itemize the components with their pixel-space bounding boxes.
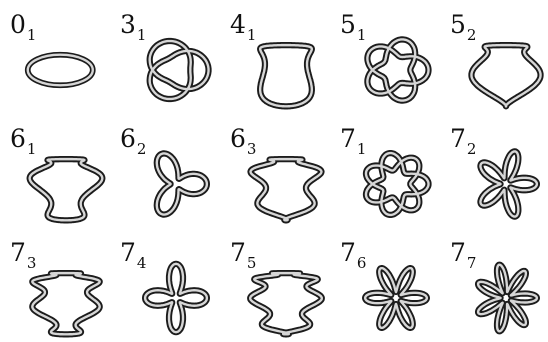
rope-fill <box>260 45 312 106</box>
three-twist-knot-icon <box>462 26 548 114</box>
knot-7-4-icon <box>132 254 220 342</box>
rope-outline <box>367 39 428 100</box>
rope-outline <box>480 151 536 216</box>
rope-fill <box>32 273 99 334</box>
knot-cell: 01 <box>0 0 110 114</box>
knot-cell: 73 <box>0 228 110 342</box>
knot-cell: 72 <box>440 114 548 228</box>
knot-6-2-icon <box>132 140 220 228</box>
knot-7-5-icon <box>242 254 330 342</box>
knot-cell: 75 <box>220 228 330 342</box>
knot-cell: 63 <box>220 114 330 228</box>
knot-7-3-icon <box>22 254 110 342</box>
knot-cell: 62 <box>110 114 220 228</box>
rope-fill <box>157 153 207 214</box>
stevedore-knot-icon <box>22 140 110 228</box>
rope-fill <box>471 45 540 106</box>
knot-cell: 77 <box>440 228 548 342</box>
rope-outline <box>251 159 322 220</box>
rope-outline <box>365 268 427 328</box>
unknot-icon <box>22 26 110 114</box>
rope-fill <box>145 264 207 332</box>
rope-outline <box>471 45 540 106</box>
rope-outline <box>478 265 537 332</box>
rope-fill <box>30 159 103 220</box>
knot-7-2-icon <box>462 140 548 228</box>
knot-cell: 51 <box>330 0 440 114</box>
trefoil-knot-icon <box>132 26 220 114</box>
knot-7-7-icon <box>462 254 548 342</box>
figure-eight-knot-icon <box>242 26 330 114</box>
cinquefoil-knot-icon <box>352 26 440 114</box>
rope-outline <box>32 273 99 334</box>
knot-cell: 41 <box>220 0 330 114</box>
septafoil-knot-icon <box>352 140 440 228</box>
knot-7-6-icon <box>352 254 440 342</box>
rope-fill <box>365 268 427 328</box>
knot-cell: 52 <box>440 0 548 114</box>
rope-outline <box>150 41 209 99</box>
knot-cell: 76 <box>330 228 440 342</box>
knot-6-3-icon <box>242 140 330 228</box>
rope-outline <box>157 153 207 214</box>
rope-outline <box>260 45 312 106</box>
knot-cell: 71 <box>330 114 440 228</box>
knot-cell: 74 <box>110 228 220 342</box>
knot-cell: 31 <box>110 0 220 114</box>
rope-outline <box>145 264 207 332</box>
rope-fill <box>28 55 93 86</box>
knot-cell: 61 <box>0 114 110 228</box>
